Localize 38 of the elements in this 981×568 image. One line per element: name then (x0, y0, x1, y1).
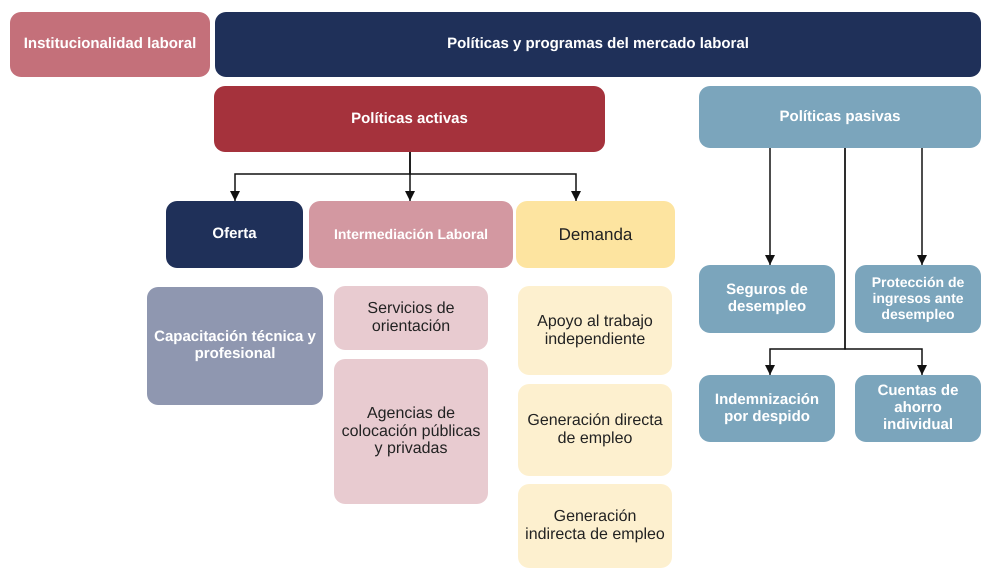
node-label: Intermediación Laboral (334, 226, 488, 242)
node-label: Políticas activas (351, 110, 468, 128)
program-box (147, 287, 323, 405)
node-label: Apoyo al trabajo independiente (536, 312, 654, 348)
arrow (844, 148, 927, 375)
program-box (699, 375, 835, 442)
node-label: Generación directa de empleo (526, 412, 664, 448)
node-label: Seguros de desempleo (725, 282, 809, 316)
program-box (334, 359, 488, 504)
node-label: Capacitación técnica y profesional (153, 329, 317, 363)
program-box (699, 265, 835, 333)
program-box (518, 384, 672, 476)
node-label: Agencias de colocación públicas y privadas (340, 404, 482, 458)
arrow (409, 152, 581, 201)
node-label: Políticas y programas del mercado laboral (447, 36, 749, 53)
node-label: Políticas pasivas (780, 108, 900, 126)
node-label: Oferta (212, 226, 257, 243)
program-box (518, 286, 672, 375)
header-banner (215, 12, 981, 77)
program-box (855, 265, 981, 333)
node-label: Institucionalidad laboral (24, 36, 196, 53)
arrow (917, 148, 927, 265)
node-label: Servicios de orientación (366, 300, 456, 336)
framework-box (10, 12, 210, 77)
node-label: Protección de ingresos ante desempleo (870, 275, 966, 322)
node-label: Demanda (558, 224, 632, 244)
category-box (699, 86, 981, 148)
category-box (214, 86, 605, 152)
node-label: Generación indirecta de empleo (524, 508, 666, 544)
node-label: Cuentas de ahorro individual (876, 383, 960, 434)
program-box (334, 286, 488, 350)
category-box (166, 201, 303, 268)
node-label: Indemnización por despido (714, 392, 820, 426)
program-box (855, 375, 981, 442)
arrow (765, 148, 775, 265)
category-box (516, 201, 675, 268)
program-box (518, 484, 672, 568)
category-box (309, 201, 513, 268)
